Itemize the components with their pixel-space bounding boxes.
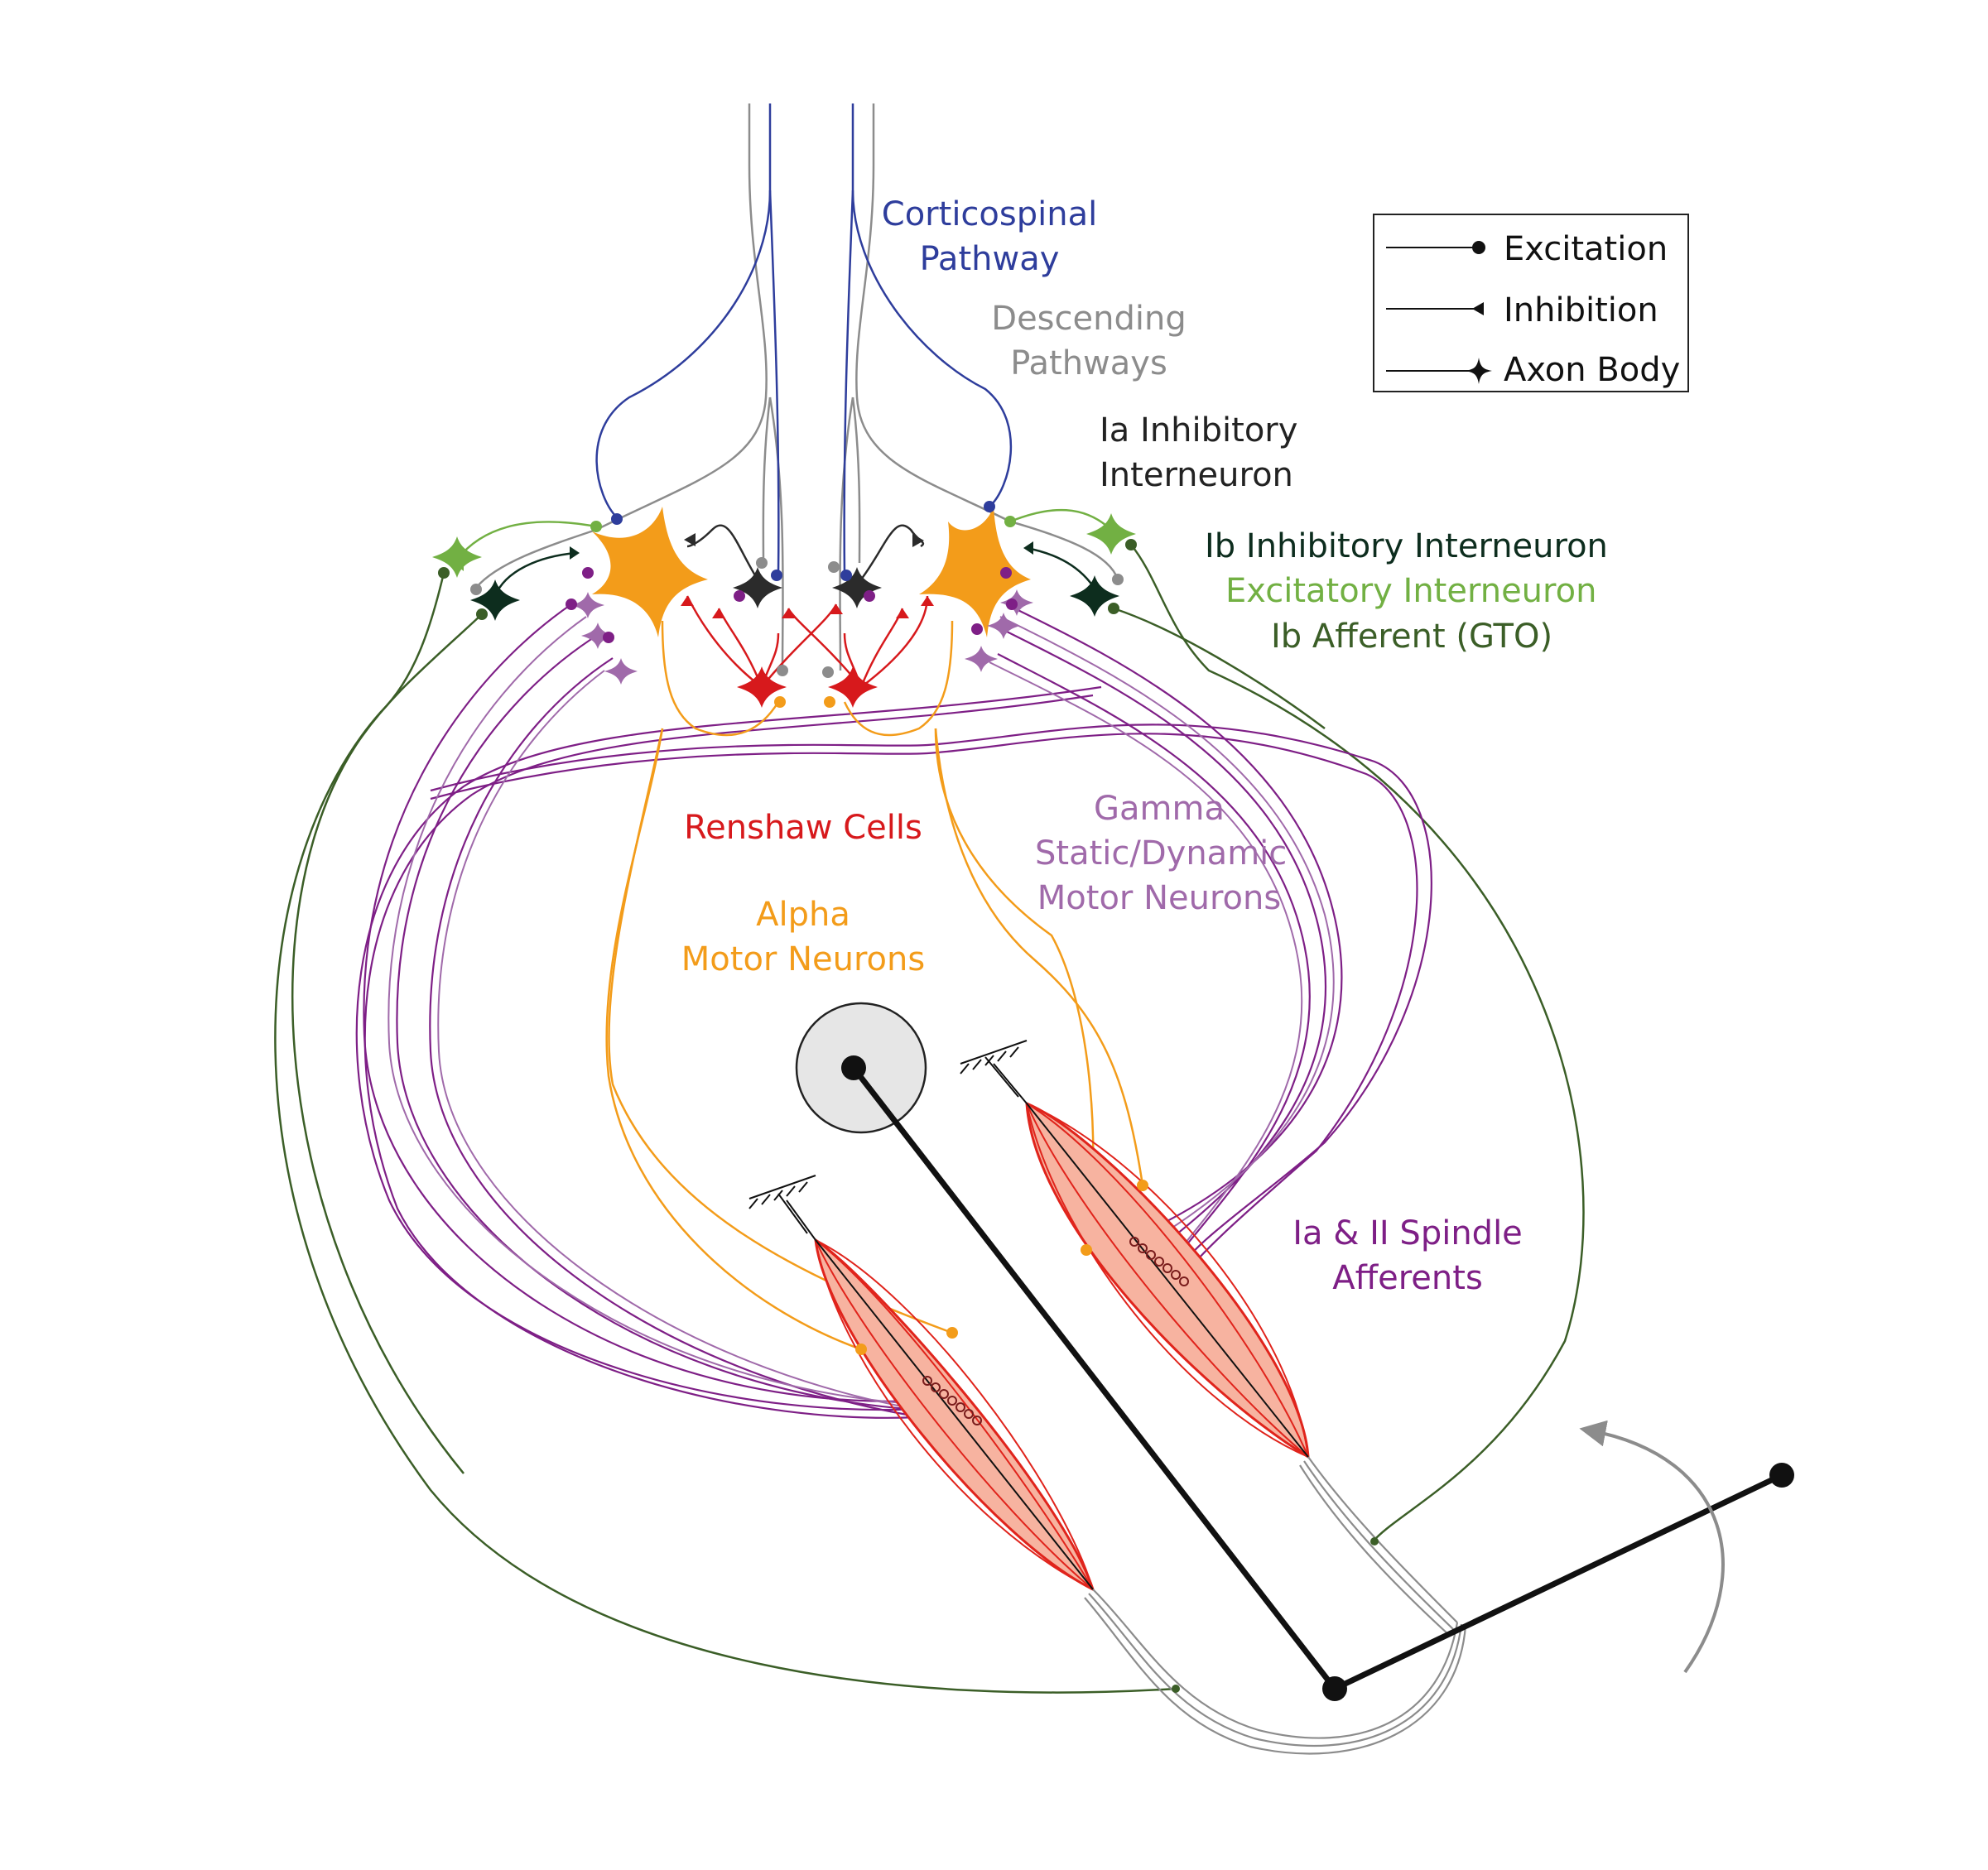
extensor-muscle bbox=[960, 1040, 1458, 1636]
descending-pathways bbox=[475, 103, 1119, 671]
ib-afferent-fibers bbox=[274, 544, 1585, 1694]
ib-afferent-label: Ib Afferent (GTO) bbox=[1271, 618, 1553, 656]
inhibition-symbol-icon bbox=[1386, 302, 1484, 315]
excitatory-interneuron-right bbox=[1086, 513, 1136, 555]
ia-inhibitory-interneuron-left bbox=[733, 567, 782, 608]
excitatory-interneuron-left bbox=[432, 536, 482, 578]
alpha-motor-neuron-right bbox=[919, 507, 1031, 637]
corticospinal-label: Corticospinal Pathway bbox=[881, 195, 1098, 278]
ia-inhibitory-label: Ia Inhibitory Interneuron bbox=[1100, 411, 1298, 494]
movement-arrow bbox=[1579, 1420, 1725, 1674]
excitatory-interneuron-label: Excitatory Interneuron bbox=[1225, 572, 1597, 610]
gamma-motor-fibers bbox=[387, 616, 1335, 1418]
spindle-afferent-fibers bbox=[355, 603, 1432, 1425]
gamma-motor-neurons-label: Gamma Static/Dynamic Motor Neurons bbox=[1035, 790, 1288, 917]
flexor-muscle bbox=[749, 1175, 1467, 1755]
joint-bones bbox=[795, 1002, 1794, 1701]
legend-axon-body: Axon Body bbox=[1374, 341, 1687, 399]
renshaw-fibers bbox=[686, 595, 929, 688]
legend-axon-body-label: Axon Body bbox=[1504, 351, 1681, 389]
legend-excitation: Excitation bbox=[1374, 220, 1687, 278]
legend-excitation-label: Excitation bbox=[1504, 230, 1668, 268]
ia-inhibitory-fibers bbox=[686, 524, 925, 580]
extensor-spindle-coil bbox=[1129, 1237, 1189, 1286]
excitation-symbol-icon bbox=[1386, 241, 1485, 254]
descending-pathways-label: Descending Pathways bbox=[991, 300, 1187, 382]
spindle-afferents-label: Ia & II Spindle Afferents bbox=[1292, 1214, 1523, 1297]
excitatory-fibers bbox=[456, 508, 1112, 560]
ib-inhibitory-label: Ib Inhibitory Interneuron bbox=[1205, 527, 1608, 565]
renshaw-cell-right bbox=[828, 666, 878, 708]
legend-inhibition-label: Inhibition bbox=[1504, 291, 1658, 329]
renshaw-cells-label: Renshaw Cells bbox=[684, 809, 922, 847]
axon-body-symbol-icon bbox=[1386, 358, 1492, 384]
alpha-motor-fibers bbox=[605, 620, 1144, 1351]
legend-box: Excitation Inhibition Axon Body bbox=[1373, 214, 1689, 392]
excitation-terminals bbox=[438, 501, 1379, 1693]
alpha-motor-neurons-label: Alpha Motor Neurons bbox=[681, 896, 926, 978]
alpha-motor-neuron-left bbox=[592, 507, 708, 637]
inhibition-terminals bbox=[454, 533, 1033, 618]
renshaw-cell-left bbox=[737, 666, 787, 708]
legend-inhibition: Inhibition bbox=[1374, 281, 1687, 339]
ib-inhibitory-interneuron-left bbox=[470, 579, 520, 621]
flexor-spindle-coil bbox=[922, 1376, 982, 1425]
corticospinal-pathway bbox=[595, 103, 1013, 576]
ia-inhibitory-interneuron-right bbox=[832, 567, 882, 608]
ib-inhibitory-interneuron-right bbox=[1070, 575, 1119, 617]
